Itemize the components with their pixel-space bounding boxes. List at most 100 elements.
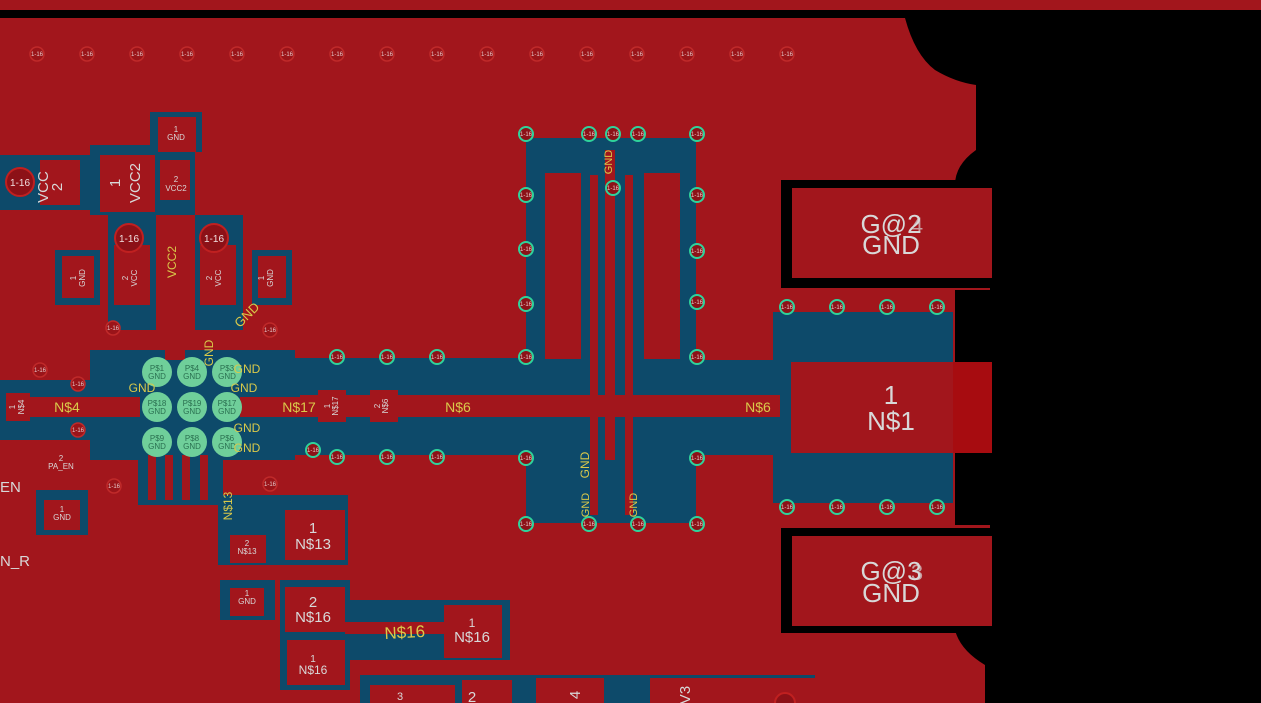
- via[interactable]: 1-16: [262, 476, 278, 492]
- via-label: 1-16: [520, 522, 533, 528]
- via-ring: [179, 46, 195, 62]
- via[interactable]: 1-16: [29, 46, 45, 62]
- pad-g3[interactable]: [792, 536, 992, 626]
- via[interactable]: 1-16: [829, 499, 845, 515]
- via[interactable]: 1-16: [518, 187, 534, 203]
- filter-copper-left-top: [545, 173, 581, 359]
- via-label: 1-16: [531, 52, 544, 58]
- via[interactable]: 1-16: [518, 126, 534, 142]
- via[interactable]: 1-16: [630, 126, 646, 142]
- via[interactable]: 1-16: [779, 299, 795, 315]
- via[interactable]: 1-16: [70, 422, 86, 438]
- via[interactable]: 1-16: [779, 499, 795, 515]
- via-label: 1-16: [520, 193, 533, 199]
- via-ring: [518, 516, 534, 532]
- via-label: 1-16: [631, 52, 644, 58]
- via[interactable]: 1-16: [518, 450, 534, 466]
- via[interactable]: 1-16: [179, 46, 195, 62]
- via[interactable]: 1-16: [581, 516, 597, 532]
- via[interactable]: 1-16: [262, 322, 278, 338]
- via[interactable]: 1-16: [689, 294, 705, 310]
- via[interactable]: 1-16: [329, 349, 345, 365]
- via-label: 1-16: [81, 52, 94, 58]
- via[interactable]: 1-16: [689, 516, 705, 532]
- via[interactable]: 1-16: [879, 299, 895, 315]
- via[interactable]: 1-16: [379, 46, 395, 62]
- label-bottom-4: 4: [567, 691, 584, 699]
- via[interactable]: 1-16: [679, 46, 695, 62]
- pad-ns1[interactable]: [791, 362, 953, 453]
- via[interactable]: 1-16: [689, 349, 705, 365]
- ic-pad-grid[interactable]: P$1GNDP$4GNDP$3GNDP$18GNDP$19GNDP$17GNDP…: [142, 357, 242, 457]
- via[interactable]: 1-16: [129, 46, 145, 62]
- via-label: 1-16: [931, 505, 944, 511]
- via[interactable]: 1-16: [729, 46, 745, 62]
- ic-pad-dot: [177, 392, 207, 422]
- via[interactable]: 1-16: [605, 180, 621, 196]
- ic-pad-dot: [142, 392, 172, 422]
- via[interactable]: 1-16: [689, 243, 705, 259]
- pad-g2[interactable]: [792, 188, 992, 278]
- via-ring: [518, 187, 534, 203]
- via[interactable]: 1-16: [429, 46, 445, 62]
- via[interactable]: 1-16: [689, 126, 705, 142]
- left-pads[interactable]: [6, 117, 815, 703]
- via[interactable]: 1-16: [229, 46, 245, 62]
- via[interactable]: 1-16: [529, 46, 545, 62]
- via[interactable]: 1-16: [279, 46, 295, 62]
- via[interactable]: 1-16: [429, 349, 445, 365]
- via-ring: [329, 349, 345, 365]
- label-ns17-num: 1: [323, 403, 332, 408]
- via-ring: [689, 294, 705, 310]
- via[interactable]: 1-16: [879, 499, 895, 515]
- via[interactable]: 1-16: [689, 187, 705, 203]
- via[interactable]: 1-16: [779, 46, 795, 62]
- via-label: 1-16: [131, 52, 144, 58]
- via[interactable]: 1-16: [329, 46, 345, 62]
- via[interactable]: 1-16: [70, 376, 86, 392]
- stitching-vias[interactable]: 1-16 1-16 1-16 1-16 1-16 1-16 1-16 1-16 1-16 1-16…: [29, 46, 945, 532]
- via[interactable]: 1-16: [79, 46, 95, 62]
- label-ns13-small-num: 2: [245, 539, 250, 548]
- via[interactable]: 1-16: [105, 320, 121, 336]
- via[interactable]: 1-16: [329, 449, 345, 465]
- via[interactable]: 1-16: [605, 126, 621, 142]
- via[interactable]: 1-16: [379, 349, 395, 365]
- via[interactable]: 1-16: [579, 46, 595, 62]
- via-ring: [689, 187, 705, 203]
- label-gnd2-num: 1: [245, 589, 250, 598]
- via[interactable]: 1-16: [518, 296, 534, 312]
- via[interactable]: 1-16: [629, 46, 645, 62]
- label-ns1-name: N$1: [867, 406, 915, 436]
- via[interactable]: 1-16: [379, 449, 395, 465]
- via[interactable]: 1-16: [929, 299, 945, 315]
- via-ring: [605, 126, 621, 142]
- via[interactable]: 1-16: [32, 362, 48, 378]
- via[interactable]: 1-16: [518, 516, 534, 532]
- via[interactable]: 1-16: [829, 299, 845, 315]
- via[interactable]: 1-16: [305, 442, 321, 458]
- via[interactable]: 1-16: [518, 241, 534, 257]
- via[interactable]: 1-16: [429, 449, 445, 465]
- via[interactable]: 1-16: [929, 499, 945, 515]
- via[interactable]: 1-16: [518, 349, 534, 365]
- ic-pad-net: GND: [218, 442, 236, 451]
- large-vias[interactable]: [5, 167, 796, 703]
- via[interactable]: 1-16: [581, 126, 597, 142]
- via[interactable]: 1-16: [689, 450, 705, 466]
- net-gnd-filter-b: GND: [578, 451, 592, 478]
- rf-trace-ns6[interactable]: [300, 395, 780, 417]
- via[interactable]: 1-16: [479, 46, 495, 62]
- via[interactable]: 1-16: [106, 478, 122, 494]
- via[interactable]: 1-16: [630, 516, 646, 532]
